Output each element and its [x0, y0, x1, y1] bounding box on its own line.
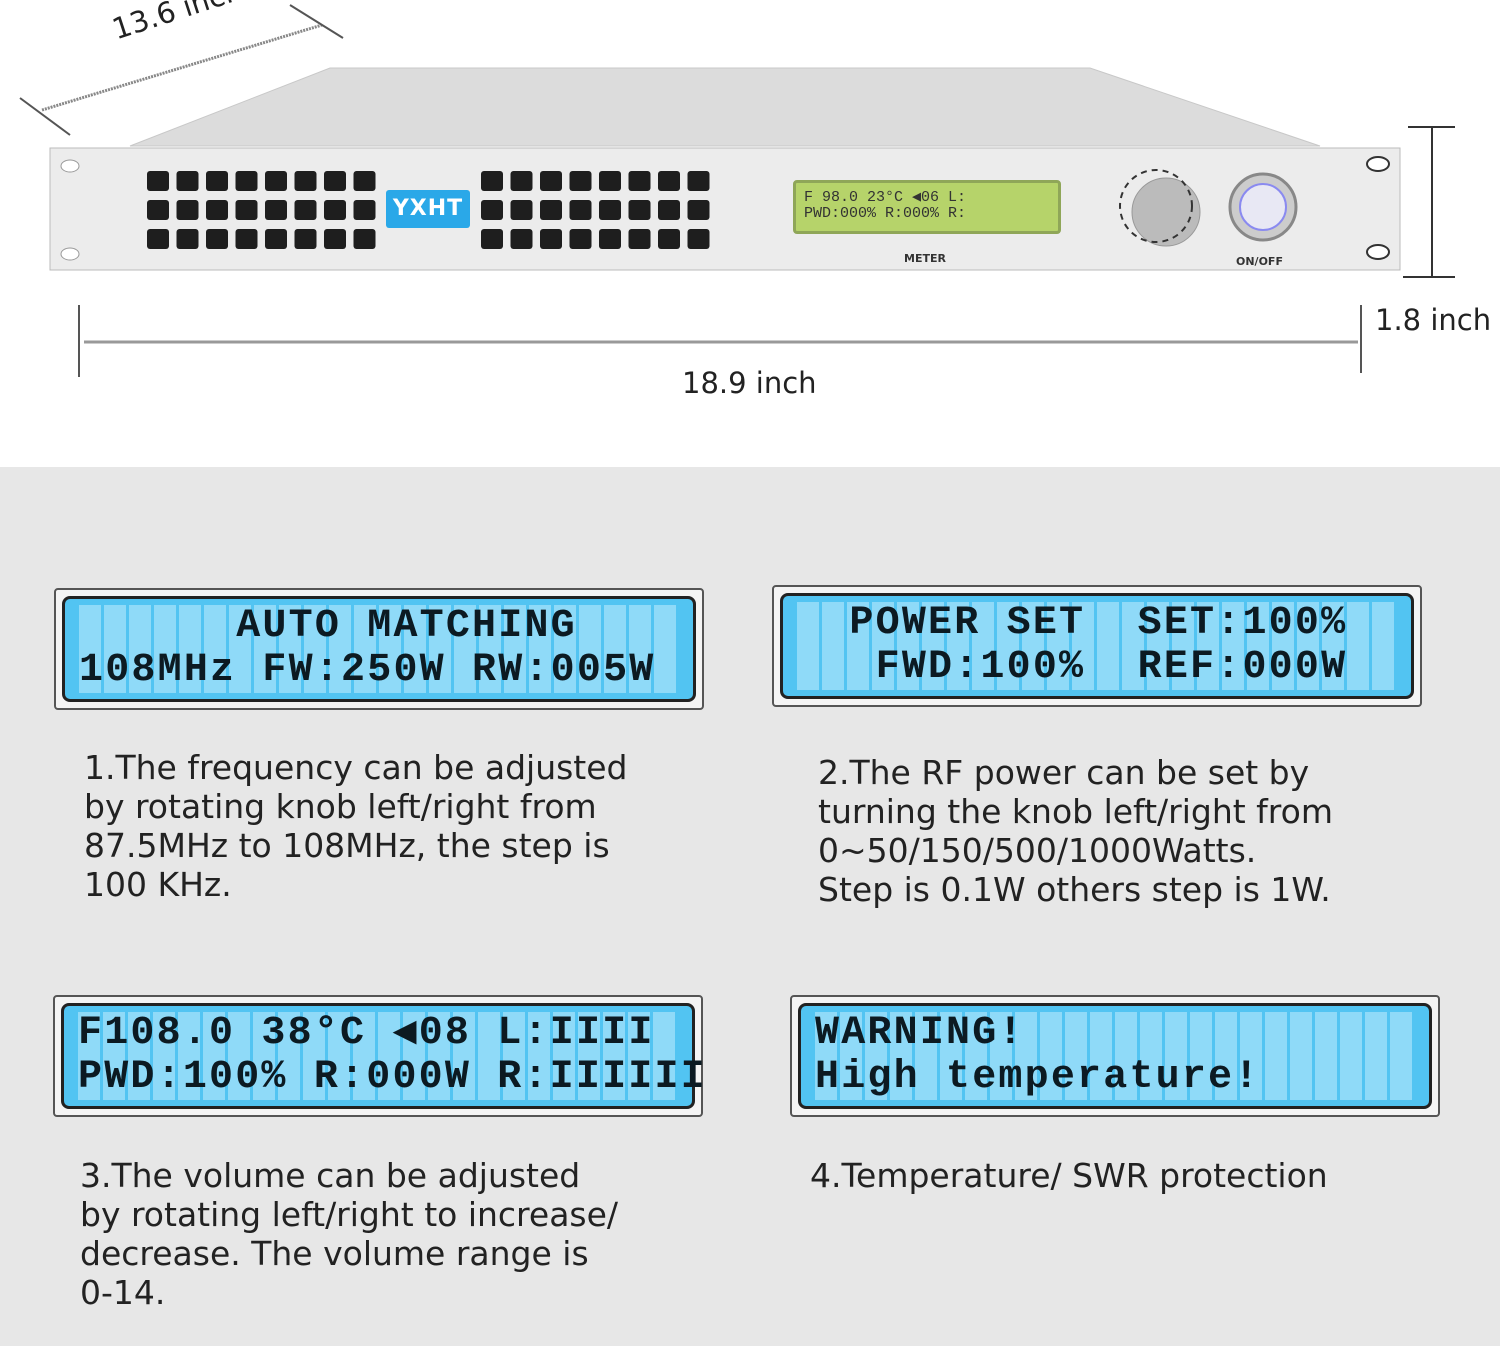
vent-hole — [176, 229, 199, 249]
vent-hole — [628, 229, 651, 249]
meter-label: METER — [904, 252, 946, 265]
power-label: ON/OFF — [1236, 255, 1283, 268]
vent-hole — [353, 171, 376, 191]
caption-rf-power: 2.The RF power can be set by turning the… — [818, 753, 1333, 909]
meter-line-1: F 98.0 23°C ◀06 L: — [804, 189, 967, 206]
lcd-line-2: PWD:100% R:000W R:IIIIII — [78, 1055, 707, 1100]
lcd-line-2: 108MHz FW:250W RW:005W — [79, 649, 679, 693]
vent-hole — [265, 171, 287, 191]
height-label: 1.8 inch — [1375, 303, 1492, 337]
vent-hole — [206, 200, 228, 220]
caption-protection: 4.Temperature/ SWR protection — [810, 1156, 1328, 1195]
vent-hole — [353, 229, 376, 249]
lcd-panel-power-set: POWER SET SET:100% FWD:100% REF:000W — [772, 585, 1422, 707]
rack-hole — [60, 247, 80, 261]
lcd-panel-auto-matching: AUTO MATCHING 108MHz FW:250W RW:005W — [54, 588, 704, 710]
vent-hole — [206, 171, 228, 191]
vent-hole — [510, 171, 533, 191]
lcd-line-1: AUTO MATCHING — [79, 605, 679, 649]
lcd-line-2: High temperature! — [815, 1056, 1415, 1100]
vent-hole — [628, 200, 651, 220]
vent-hole — [599, 229, 621, 249]
vent-hole — [176, 200, 199, 220]
vent-hole — [540, 200, 562, 220]
vent-hole — [324, 200, 346, 220]
vent-hole — [628, 171, 651, 191]
vent-hole — [235, 229, 258, 249]
vent-hole — [147, 200, 169, 220]
width-label: 18.9 inch — [682, 366, 817, 400]
vent-hole — [569, 171, 592, 191]
vent-hole — [294, 171, 317, 191]
caption-frequency: 1.The frequency can be adjusted by rotat… — [84, 748, 628, 904]
rack-hole — [1366, 244, 1390, 260]
lcd-line-2: FWD:100% REF:000W — [797, 646, 1397, 690]
vent-hole — [687, 171, 710, 191]
vent-holes-left: /*placeholder*/ — [147, 171, 710, 249]
vent-hole — [658, 171, 680, 191]
vent-hole — [235, 171, 258, 191]
vent-hole — [599, 200, 621, 220]
vent-hole — [481, 229, 503, 249]
lcd-line-1: F108.0 38°C ◀08 L:IIII — [78, 1012, 678, 1056]
vent-hole — [481, 171, 503, 191]
vent-hole — [540, 171, 562, 191]
vent-hole — [265, 200, 287, 220]
vent-hole — [687, 229, 710, 249]
lcd-panel-warning: WARNING! High temperature! — [790, 995, 1440, 1117]
transmitter-illustration: /*placeholder*/ — [19, 4, 1455, 377]
caption-volume: 3.The volume can be adjusted by rotating… — [80, 1156, 619, 1312]
meter-line-2: PWD:000% R:000% R: — [804, 205, 967, 222]
meter-display: F 98.0 23°C ◀06 L:PWD:000% R:000% R: — [793, 180, 1061, 234]
vent-hole — [147, 171, 169, 191]
vent-hole — [147, 229, 169, 249]
vent-hole — [235, 200, 258, 220]
vent-hole — [265, 229, 287, 249]
lcd-line-1: WARNING! — [815, 1012, 1415, 1056]
vent-hole — [658, 229, 680, 249]
vent-hole — [569, 200, 592, 220]
vent-hole — [687, 200, 710, 220]
lcd-line-1: POWER SET SET:100% — [797, 602, 1397, 646]
lcd-panel-volume: F108.0 38°C ◀08 L:IIII PWD:100% R:000W R… — [53, 995, 707, 1117]
vent-hole — [176, 171, 199, 191]
vent-hole — [510, 200, 533, 220]
product-photo-area: /*placeholder*/ YXHT F 98.0 23°C ◀06 L:P… — [0, 0, 1500, 467]
vent-hole — [294, 200, 317, 220]
vent-hole — [599, 171, 621, 191]
rack-hole — [60, 159, 80, 173]
brand-logo: YXHT — [386, 190, 470, 228]
rack-hole — [1366, 156, 1390, 172]
vent-hole — [353, 200, 376, 220]
vent-hole — [324, 171, 346, 191]
vent-hole — [294, 229, 317, 249]
vent-hole — [540, 229, 562, 249]
vent-hole — [206, 229, 228, 249]
vent-hole — [569, 229, 592, 249]
vent-hole — [510, 229, 533, 249]
vent-hole — [324, 229, 346, 249]
knob — [1131, 177, 1201, 247]
vent-hole — [481, 200, 503, 220]
vent-hole — [658, 200, 680, 220]
